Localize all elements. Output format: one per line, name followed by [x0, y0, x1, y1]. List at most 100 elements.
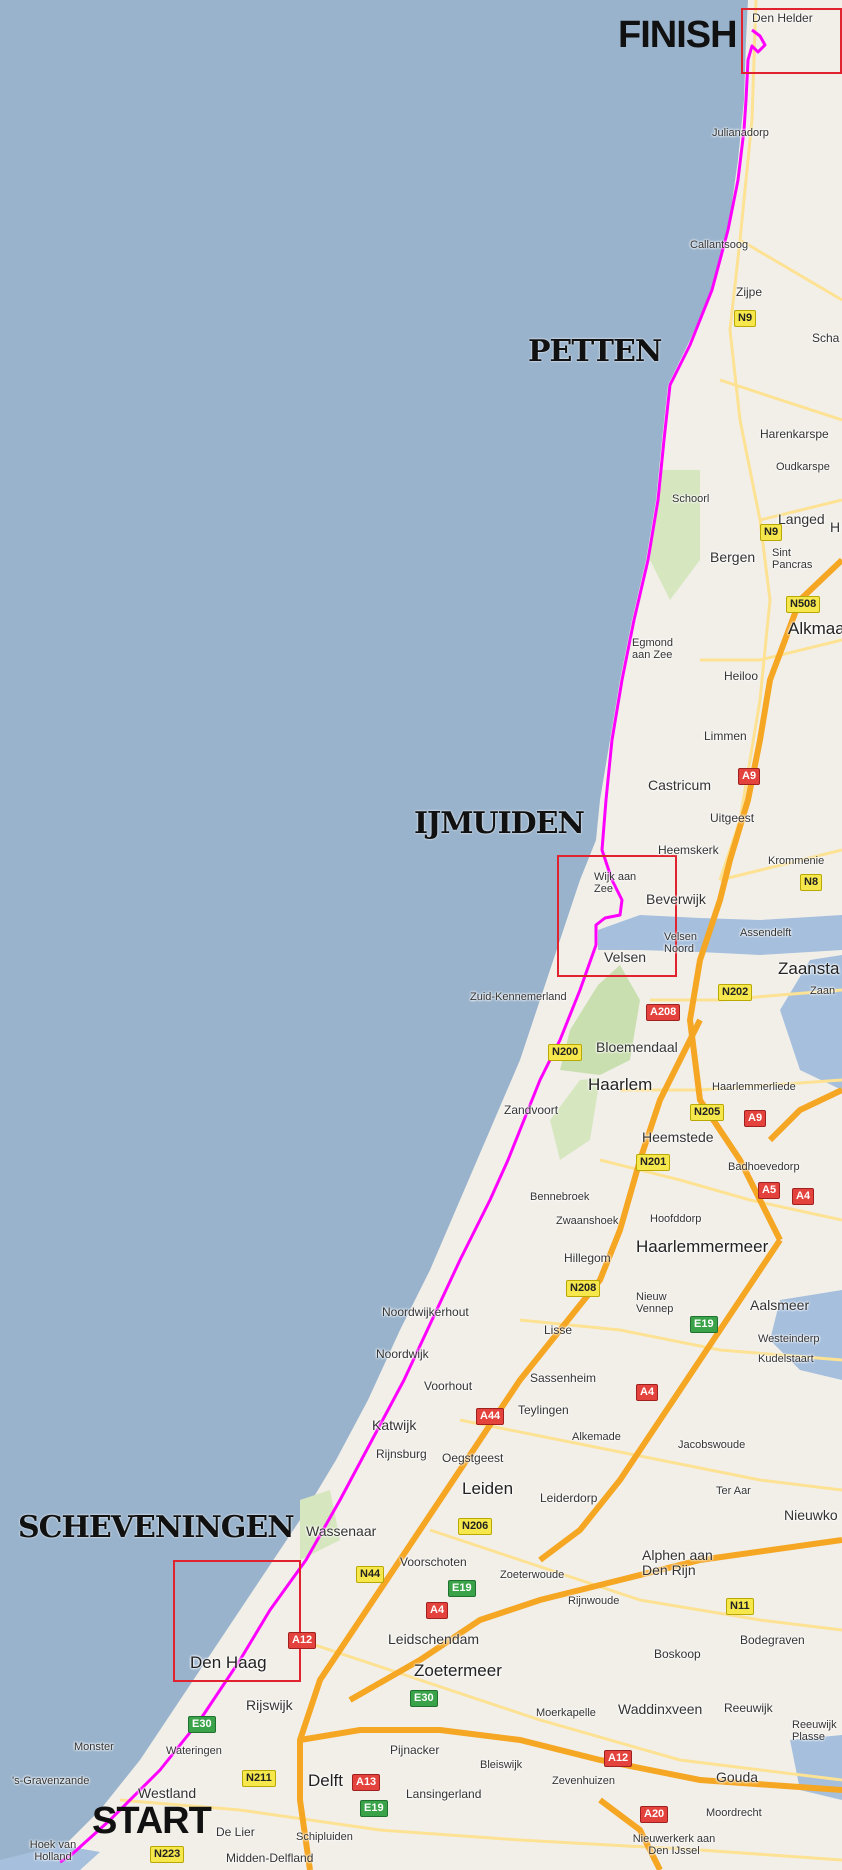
place-assendelft: Assendelft	[740, 927, 792, 939]
road-shield-n200: N200	[548, 1044, 583, 1061]
place-haarlemmerliede: Haarlemmerliede	[712, 1081, 796, 1093]
road-shield-a5: A5	[758, 1182, 781, 1199]
place-moordrecht: Moordrecht	[706, 1807, 762, 1819]
place-callantsoog: Callantsoog	[690, 239, 749, 251]
place-westeinderplassen: Westeinderp	[758, 1333, 820, 1345]
place-leiderdorp: Leiderdorp	[540, 1491, 598, 1505]
place-zevenhuizen: Zevenhuizen	[552, 1775, 615, 1787]
place-heerhugowaard: H	[830, 519, 841, 535]
road-shield-a12: A12	[288, 1632, 317, 1649]
place-alkemade: Alkemade	[572, 1431, 621, 1443]
place-alphen: Alphen aan Den Rijn	[642, 1547, 713, 1578]
road-shield-a20: A20	[640, 1806, 669, 1823]
road-shield-n9: N9	[760, 524, 783, 541]
place-wateringen: Wateringen	[166, 1745, 222, 1757]
road-shield-a44: A44	[476, 1408, 505, 1425]
road-shield-n205: N205	[690, 1104, 725, 1121]
road-shield-a4: A4	[426, 1602, 449, 1619]
place-zaanstad: Zaansta	[778, 959, 840, 978]
place-alkmaar: Alkmaa	[788, 619, 842, 638]
place-rijnwoude: Rijnwoude	[568, 1595, 620, 1607]
place-krommenie: Krommenie	[768, 855, 825, 867]
place-lisse: Lisse	[544, 1323, 573, 1337]
road-shield-e19: E19	[690, 1316, 718, 1333]
place-lansingerland: Lansingerland	[406, 1787, 482, 1801]
road-shield-a208: A208	[646, 1004, 681, 1021]
road-shield-n208: N208	[566, 1280, 601, 1297]
place-noordwijkerhout: Noordwijkerhout	[382, 1305, 469, 1319]
road-shield-a9: A9	[744, 1110, 767, 1127]
place-voorschoten: Voorschoten	[400, 1555, 467, 1569]
place-bodegraven: Bodegraven	[740, 1633, 805, 1647]
place-haarlemmermeer: Haarlemmermeer	[636, 1237, 769, 1256]
place-wassenaar: Wassenaar	[306, 1523, 377, 1539]
place-delft: Delft	[308, 1771, 343, 1790]
place-gravenzande: 's-Gravenzande	[12, 1775, 90, 1787]
place-pijnacker: Pijnacker	[390, 1743, 440, 1757]
place-zoetermeer: Zoetermeer	[414, 1661, 502, 1680]
place-nieuwkoop: Nieuwko	[784, 1507, 838, 1523]
place-den-helder: Den Helder	[752, 11, 813, 25]
stage-label-petten: PETTEN	[528, 334, 662, 369]
ijsselmeer-edge	[780, 955, 842, 1090]
place-westland: Westland	[138, 1785, 197, 1801]
finish-label: FINISH	[618, 14, 738, 56]
place-midden-delfland: Midden-Delfland	[226, 1851, 314, 1865]
place-nieuw-vennep: Nieuw Vennep	[636, 1291, 674, 1315]
place-heemskerk: Heemskerk	[658, 843, 719, 857]
place-aalsmeer: Aalsmeer	[750, 1297, 810, 1313]
road-shield-a4: A4	[792, 1188, 815, 1205]
place-zaandam: Zaan	[810, 985, 836, 997]
place-boskoop: Boskoop	[654, 1647, 701, 1661]
place-sassenheim: Sassenheim	[530, 1371, 597, 1385]
place-zwaanshoek: Zwaanshoek	[556, 1215, 619, 1227]
race-route	[59, 28, 767, 1864]
place-wijk-aan-zee: Wijk aan Zee	[594, 871, 637, 895]
place-bennebroek: Bennebroek	[530, 1191, 590, 1203]
road-shield-n9: N9	[734, 310, 757, 327]
place-bloemendaal: Bloemendaal	[596, 1039, 678, 1055]
place-waddinxveen: Waddinxveen	[618, 1701, 703, 1717]
road-shield-e30: E30	[410, 1690, 438, 1707]
place-velsen-noord: Velsen Noord	[664, 931, 698, 955]
road-shield-n206: N206	[458, 1518, 493, 1535]
place-castricum: Castricum	[648, 777, 712, 793]
park-wassenaar	[300, 1490, 340, 1560]
stage-label-ijmuiden: IJMUIDEN	[414, 806, 585, 841]
place-julianadorp: Julianadorp	[712, 127, 769, 139]
road-shield-a13: A13	[352, 1774, 381, 1791]
scheveningen-marker	[173, 1560, 301, 1682]
park-schoorl	[650, 470, 700, 600]
finish-marker	[741, 8, 842, 74]
road-shield-a4: A4	[636, 1384, 659, 1401]
place-egmond: Egmond aan Zee	[632, 637, 673, 661]
noordzeekanaal	[598, 915, 842, 955]
road-shield-n202: N202	[718, 984, 753, 1001]
road-shield-n211: N211	[242, 1770, 276, 1787]
road-shield-n11: N11	[726, 1598, 754, 1615]
place-oudkarspel: Oudkarspe	[776, 461, 830, 473]
start-label: START	[92, 1800, 212, 1842]
place-teylingen: Teylingen	[518, 1403, 569, 1417]
stage-label-scheveningen: SCHEVENINGEN	[18, 1510, 295, 1545]
place-rijnsburg: Rijnsburg	[376, 1447, 427, 1461]
place-langedijk: Langed	[778, 511, 825, 527]
road-shield-n223: N223	[150, 1846, 185, 1863]
place-leiden: Leiden	[462, 1479, 514, 1498]
place-schoorl: Schoorl	[672, 493, 710, 505]
place-schipluiden: Schipluiden	[296, 1831, 353, 1843]
ijmuiden-marker	[557, 855, 677, 977]
place-zoeterwoude: Zoeterwoude	[500, 1569, 565, 1581]
place-nieuwerkerk: Nieuwerkerk aan Den IJssel	[632, 1833, 716, 1857]
place-hoofddorp: Hoofddorp	[650, 1213, 702, 1225]
place-bleiswijk: Bleiswijk	[480, 1759, 523, 1771]
place-zijpe: Zijpe	[736, 285, 763, 299]
place-zandvoort: Zandvoort	[504, 1103, 559, 1117]
road-shield-e19: E19	[360, 1800, 388, 1817]
highways	[297, 557, 842, 1870]
place-den-haag: Den Haag	[190, 1653, 267, 1672]
place-beverwijk: Beverwijk	[646, 891, 706, 907]
place-jacobswoude: Jacobswoude	[678, 1439, 746, 1451]
